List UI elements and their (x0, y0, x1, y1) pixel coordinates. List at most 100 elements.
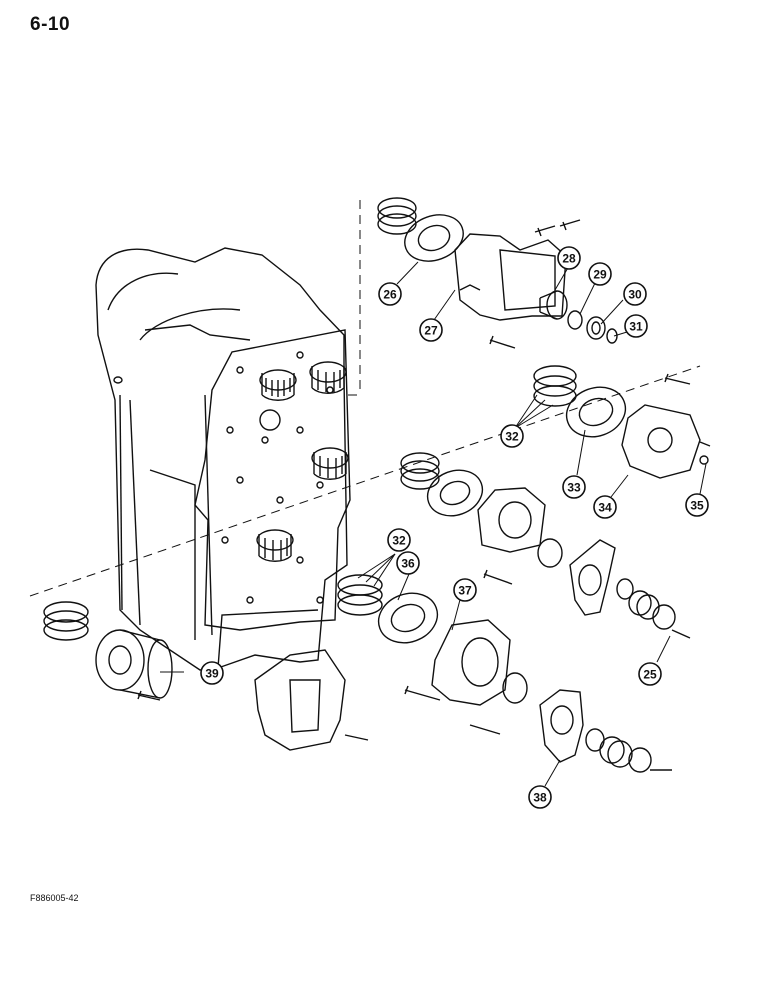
gasket (404, 214, 464, 262)
gasket (426, 469, 484, 517)
pump-housing (454, 233, 567, 321)
seal (502, 672, 528, 704)
callout-label: 26 (383, 288, 397, 302)
callout-label: 39 (205, 667, 219, 681)
shaft-3 (311, 447, 349, 480)
callout-label: 36 (401, 557, 415, 571)
cap (652, 604, 676, 630)
callout-label: 34 (598, 501, 612, 515)
callout-label: 32 (505, 430, 519, 444)
callout-circle (387, 528, 411, 552)
middle-pump-assembly (400, 452, 691, 639)
coil-spring (400, 452, 440, 490)
callout-label: 27 (424, 324, 438, 338)
callout-32: 32 (500, 424, 524, 448)
callout-label: 38 (533, 791, 547, 805)
callout-circle (588, 262, 612, 286)
front-cover-plate (194, 329, 351, 631)
callout-27: 27 (419, 318, 443, 342)
pump-housing (431, 619, 511, 706)
pump-housing (477, 487, 546, 553)
callout-label: 29 (593, 268, 607, 282)
flange (539, 689, 584, 763)
pump-body (621, 404, 701, 479)
callout-28: 28 (557, 246, 581, 270)
figure-code: F886005-42 (30, 893, 79, 903)
bolts-top (489, 219, 581, 349)
output-shafts (256, 361, 349, 562)
lower-pump-assembly (337, 574, 672, 773)
callout-37: 37 (453, 578, 477, 602)
right-pump-assembly (533, 365, 711, 479)
shaft-1 (259, 369, 297, 401)
callout-label: 32 (392, 534, 406, 548)
callout-39: 39 (200, 661, 224, 685)
snap-ring (567, 310, 583, 330)
callout-29: 29 (588, 262, 612, 286)
bolt (137, 690, 161, 701)
coil-spring (377, 197, 417, 235)
callout-33: 33 (562, 475, 586, 499)
coupler (628, 590, 660, 620)
callout-32: 32 (387, 528, 411, 552)
callout-30: 30 (623, 282, 647, 306)
callout-circle (200, 661, 224, 685)
seal-ring (606, 328, 618, 344)
seal (537, 538, 563, 568)
callout-35: 35 (685, 493, 709, 517)
callout-label: 28 (562, 252, 576, 266)
callout-circle (453, 578, 477, 602)
exploded-centerlines (29, 200, 701, 597)
callout-36: 36 (396, 551, 420, 575)
bolt (671, 629, 691, 639)
top-pump-assembly (377, 197, 618, 349)
o-ring (616, 578, 634, 600)
o-ring (585, 728, 605, 752)
callout-label: 35 (690, 499, 704, 513)
callout-label: 31 (629, 320, 643, 334)
shaft-2 (309, 361, 347, 394)
callouts: 26 27 28 29 30 31 32 33 34 35 32 36 37 39 25 38 (200, 246, 709, 809)
coil-spring (43, 601, 89, 641)
cap (628, 747, 652, 773)
bolt (483, 569, 513, 585)
callout-38: 38 (528, 785, 552, 809)
page-number: 6-10 (30, 14, 71, 35)
callout-circle (378, 282, 402, 306)
callout-label: 30 (628, 288, 642, 302)
callout-31: 31 (624, 314, 648, 338)
callout-label: 37 (458, 584, 472, 598)
left-lower-parts (43, 601, 369, 751)
transmission-housing (95, 247, 348, 671)
callout-25: 25 (638, 662, 662, 686)
bolt (404, 685, 441, 701)
bolts-right (664, 373, 711, 465)
coil-spring (533, 365, 577, 407)
callout-circle (638, 662, 662, 686)
callout-label: 33 (567, 481, 581, 495)
callout-circle (419, 318, 443, 342)
callout-circle (624, 314, 648, 338)
needle-bearing (539, 290, 568, 320)
roller-bearing (586, 316, 606, 340)
callout-26: 26 (378, 282, 402, 306)
flange (569, 539, 616, 616)
leader-lines (160, 261, 707, 787)
coupler (599, 736, 633, 768)
callout-circle (396, 551, 420, 575)
shaft-4 (256, 529, 294, 562)
coil-spring (337, 574, 383, 616)
callout-circle (623, 282, 647, 306)
callout-circle (562, 475, 586, 499)
callout-circle (593, 495, 617, 519)
mounting-bracket (254, 649, 346, 751)
callout-label: 25 (643, 668, 657, 682)
bolt (469, 724, 501, 735)
callout-34: 34 (593, 495, 617, 519)
gasket (565, 386, 627, 438)
ring-adapter (95, 629, 173, 699)
callout-circle (685, 493, 709, 517)
callout-circle (528, 785, 552, 809)
callout-circle (557, 246, 581, 270)
